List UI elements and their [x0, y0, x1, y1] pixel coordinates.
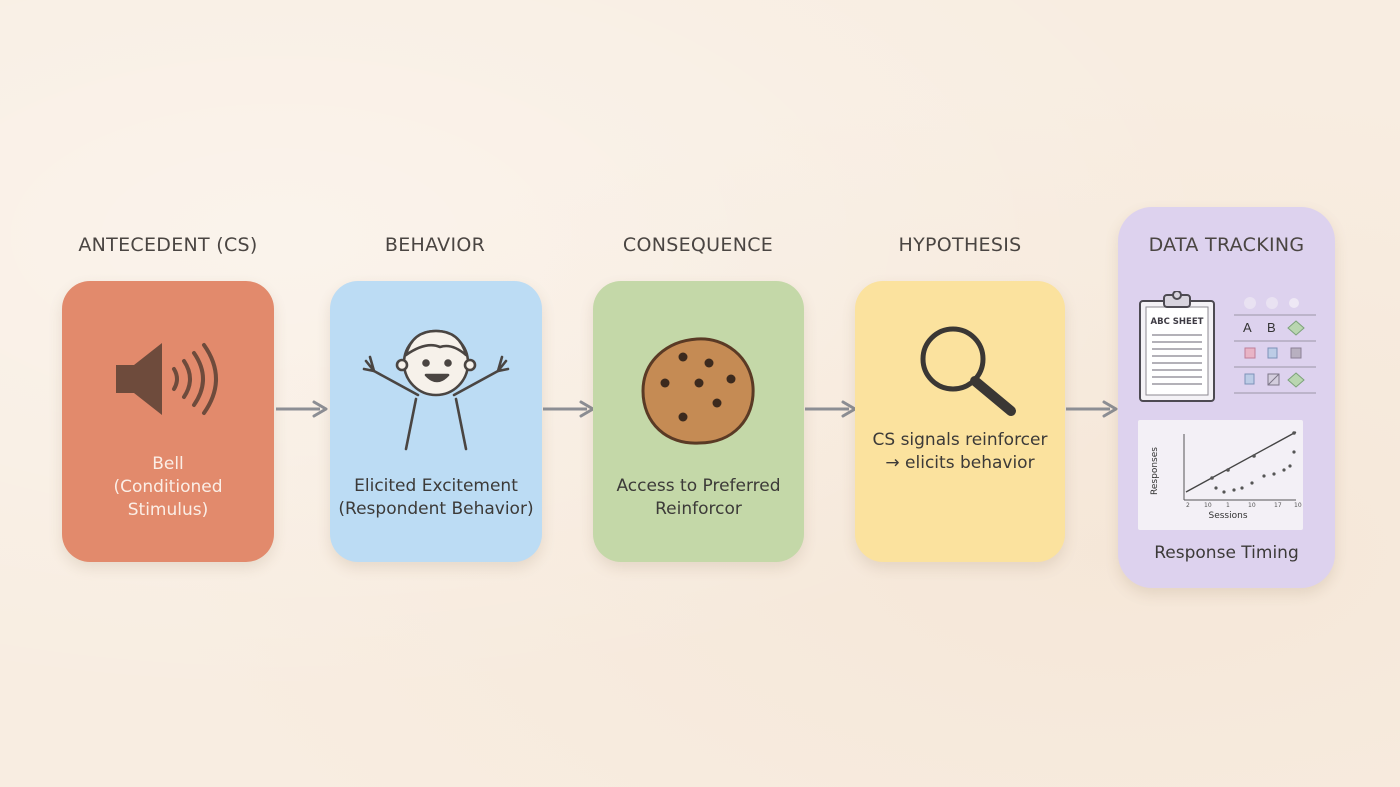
card-behavior: Elicited Excitement (Respondent Behavior… — [330, 281, 542, 562]
chart-tick: 2 — [1186, 502, 1190, 509]
speaker-icon — [116, 343, 218, 415]
magnifier-icon — [920, 326, 1016, 416]
behavior-description: Elicited Excitement (Respondent Behavior… — [330, 475, 542, 521]
arrow-3 — [805, 400, 857, 418]
hypothesis-description: CS signals reinforcer → elicits behavior — [855, 429, 1065, 475]
abc-sheet-label: ABC SHEET — [1150, 317, 1204, 327]
chart-y-label: Responses — [1150, 447, 1160, 495]
heading-antecedent: ANTECEDENT (CS) — [78, 234, 258, 256]
hypothesis-line-1: CS signals reinforcer — [872, 430, 1048, 450]
grid-letter-a: A — [1243, 320, 1252, 335]
clipboard-icon: ABC SHEET — [1138, 291, 1216, 403]
arrow-4 — [1066, 400, 1118, 418]
card-consequence: Access to Preferred Reinforcor — [593, 281, 804, 562]
consequence-line-1: Access to Preferred — [616, 476, 781, 496]
card-antecedent: Bell (Conditioned Stimulus) — [62, 281, 274, 562]
response-timing-caption: Response Timing — [1154, 543, 1299, 563]
antecedent-line-1: Bell — [152, 454, 184, 474]
behavior-line-1: Elicited Excitement — [354, 476, 518, 496]
response-chart: Responses 2 10 1 10 17 10 Sessions — [1138, 420, 1303, 530]
card-data-tracking: DATA TRACKING ABC SHEET — [1118, 207, 1335, 588]
consequence-description: Access to Preferred Reinforcor — [593, 475, 804, 521]
chart-tick: 10 — [1248, 502, 1256, 509]
abc-grid: A B — [1234, 293, 1316, 397]
cookie-icon — [641, 337, 755, 445]
child-icon — [362, 329, 510, 451]
arrow-1 — [276, 400, 328, 418]
card-hypothesis: CS signals reinforcer → elicits behavior — [855, 281, 1065, 562]
heading-hypothesis: HYPOTHESIS — [898, 234, 1022, 256]
antecedent-description: Bell (Conditioned Stimulus) — [62, 453, 274, 522]
heading-consequence: CONSEQUENCE — [622, 234, 774, 256]
heading-data-tracking: DATA TRACKING — [1148, 234, 1305, 256]
chart-x-label: Sessions — [1208, 511, 1248, 521]
chart-tick-row: 2 10 1 10 17 10 — [1178, 502, 1302, 512]
antecedent-line-2: (Conditioned — [113, 477, 223, 497]
heading-behavior: BEHAVIOR — [384, 234, 486, 256]
antecedent-line-3: Stimulus) — [127, 500, 209, 520]
chart-tick: 10 — [1294, 502, 1302, 509]
chart-tick: 10 — [1204, 502, 1212, 509]
grid-letter-b: B — [1267, 320, 1276, 335]
arrow-2 — [543, 400, 595, 418]
hypothesis-line-2: → elicits behavior — [885, 453, 1035, 473]
chart-tick: 1 — [1226, 502, 1230, 509]
chart-tick: 17 — [1274, 502, 1282, 509]
behavior-line-2: (Respondent Behavior) — [338, 499, 534, 519]
consequence-line-2: Reinforcor — [655, 499, 742, 519]
